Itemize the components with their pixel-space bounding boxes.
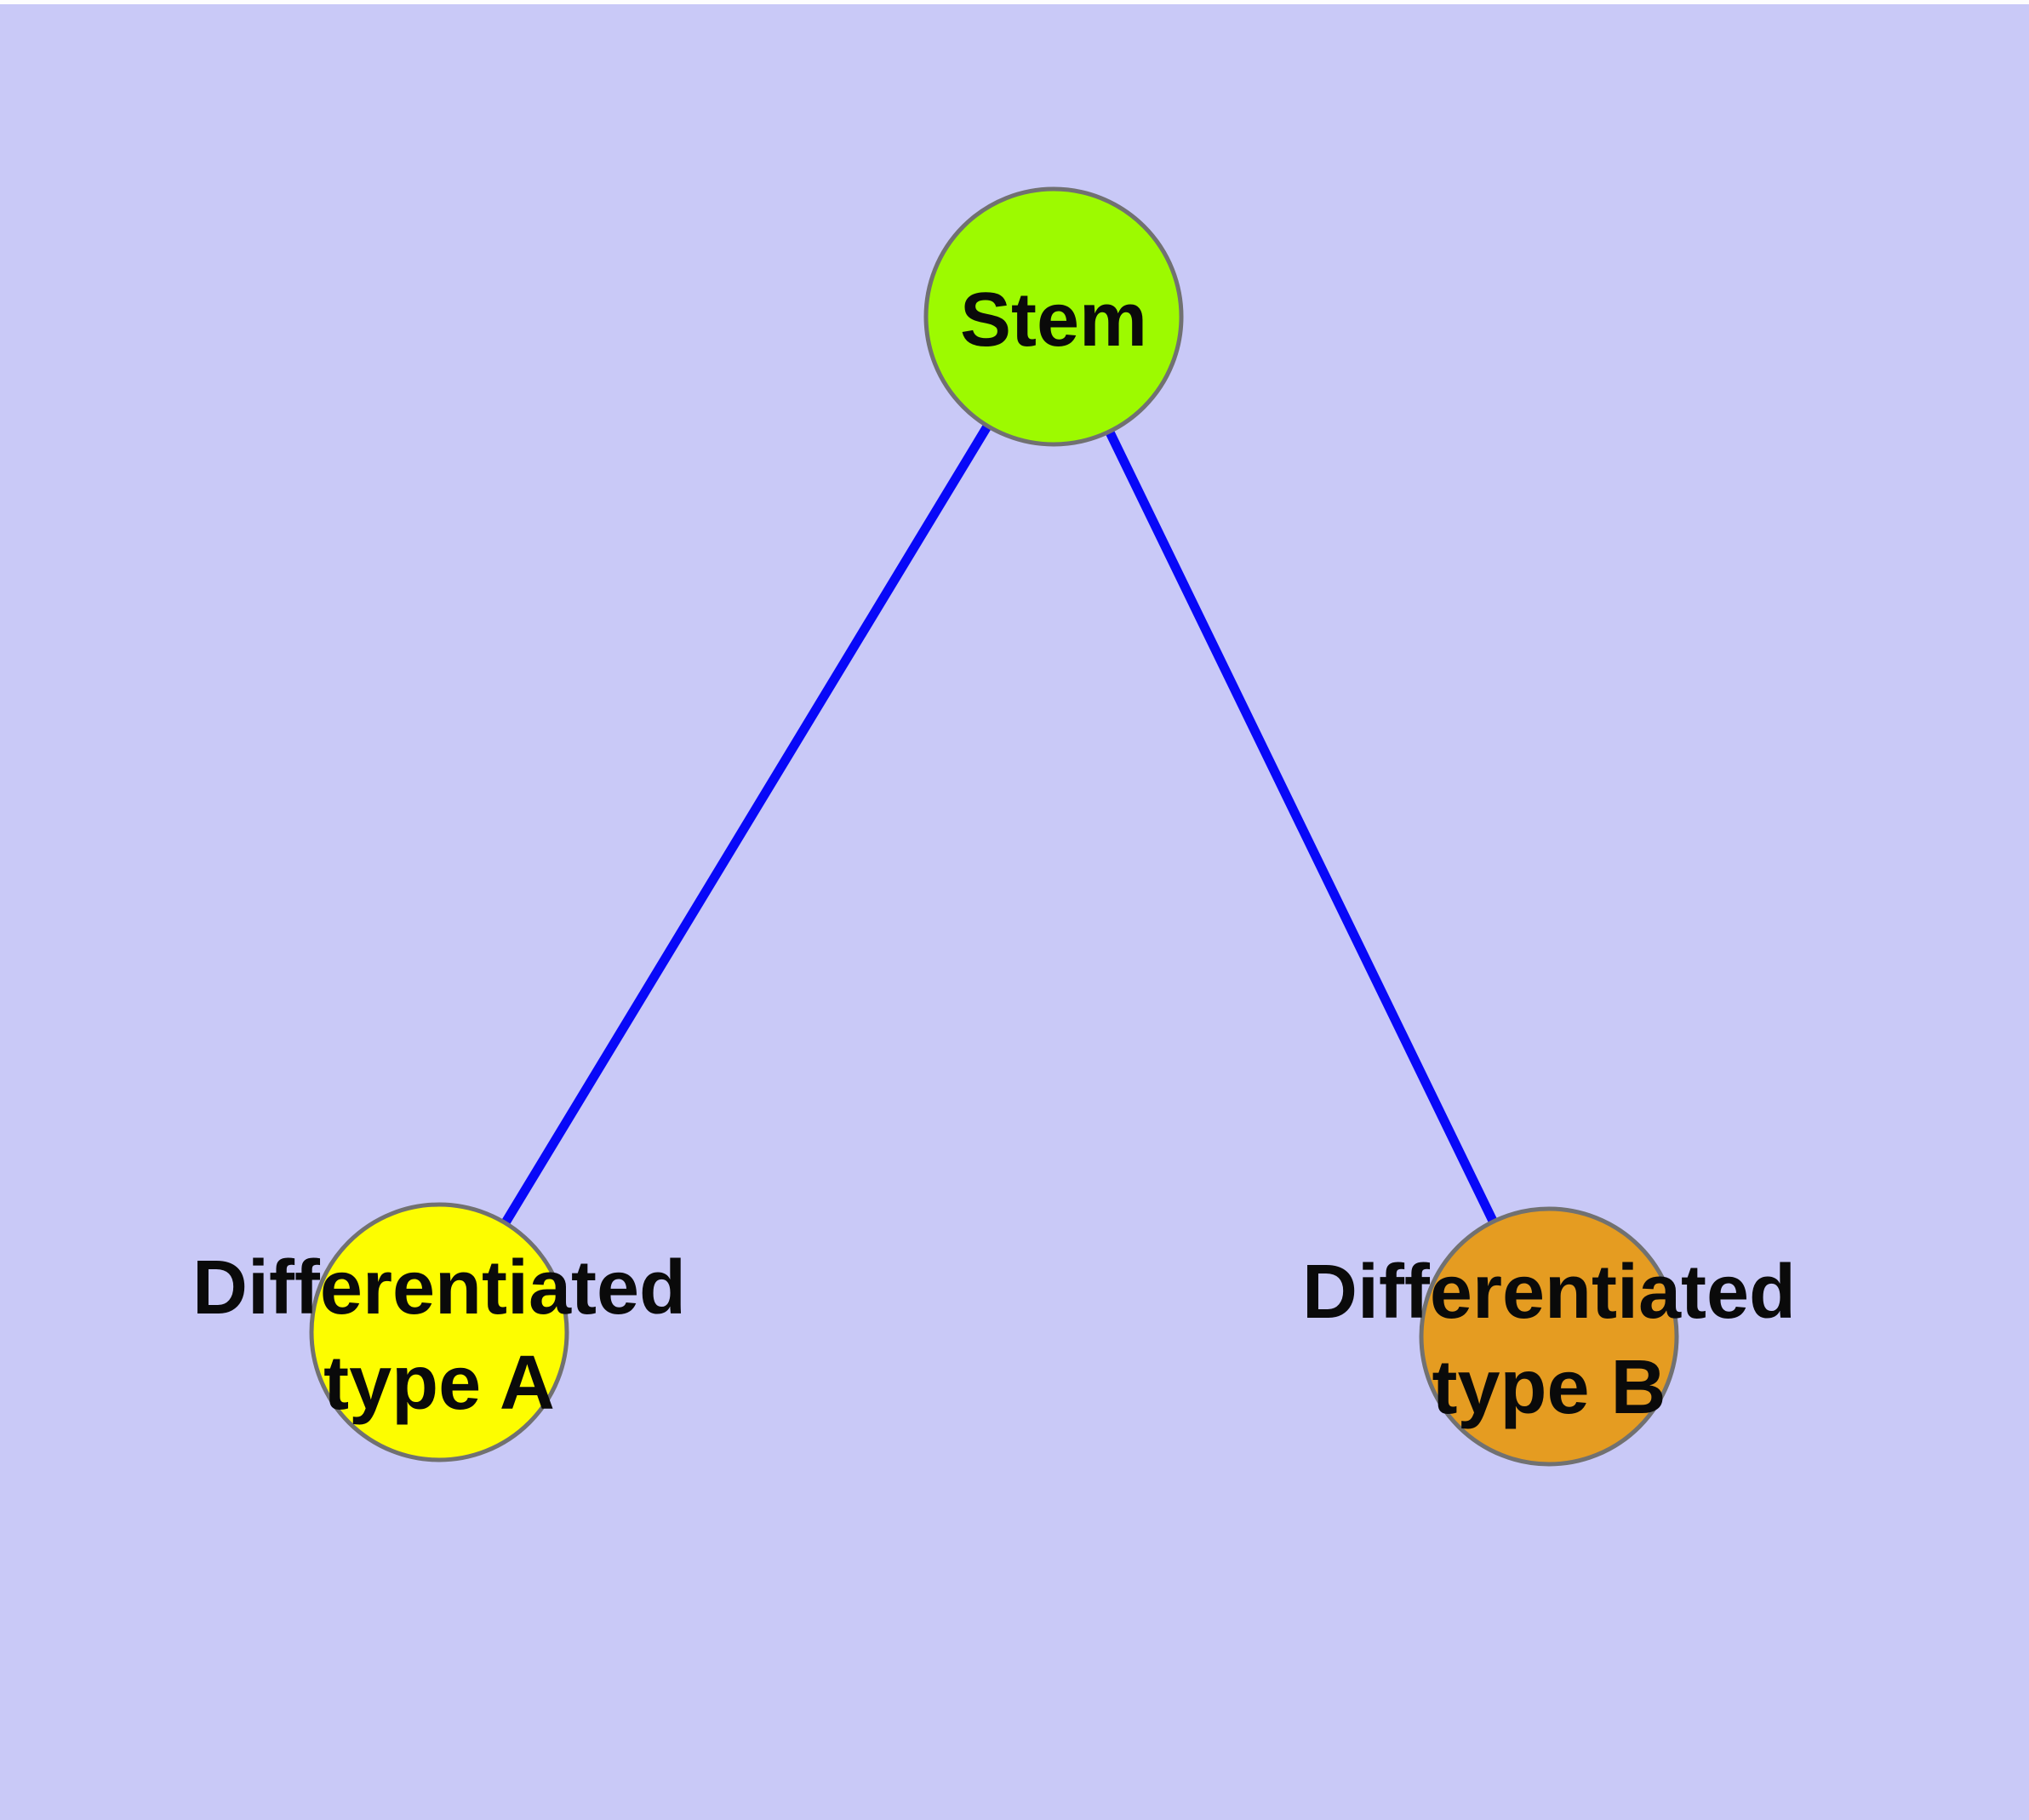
node-stem-label-line: Stem — [960, 278, 1147, 363]
node-stem-label: Stem — [960, 278, 1147, 363]
node-differentiated-type-b — [1419, 1206, 1679, 1467]
node-differentiated-type-b-label: Differentiated type B — [1302, 1250, 1796, 1430]
node-differentiated-type-a — [309, 1202, 569, 1462]
node-differentiated-type-a-label-line: Differentiated — [192, 1245, 686, 1331]
node-differentiated-type-b-label-line: Differentiated — [1302, 1250, 1796, 1335]
node-differentiated-type-a-label: Differentiated type A — [192, 1245, 686, 1426]
edge-stem-to-type-a — [435, 314, 1058, 1335]
node-stem — [923, 186, 1184, 447]
node-differentiated-type-b-label-line: type B — [1432, 1345, 1666, 1430]
edge-stem-to-type-b — [1049, 314, 1553, 1339]
node-differentiated-type-a-label-line: type A — [323, 1341, 555, 1426]
top-border-strip — [0, 0, 2029, 4]
nodes-layer — [309, 186, 1679, 1467]
edges-layer — [435, 314, 1553, 1339]
